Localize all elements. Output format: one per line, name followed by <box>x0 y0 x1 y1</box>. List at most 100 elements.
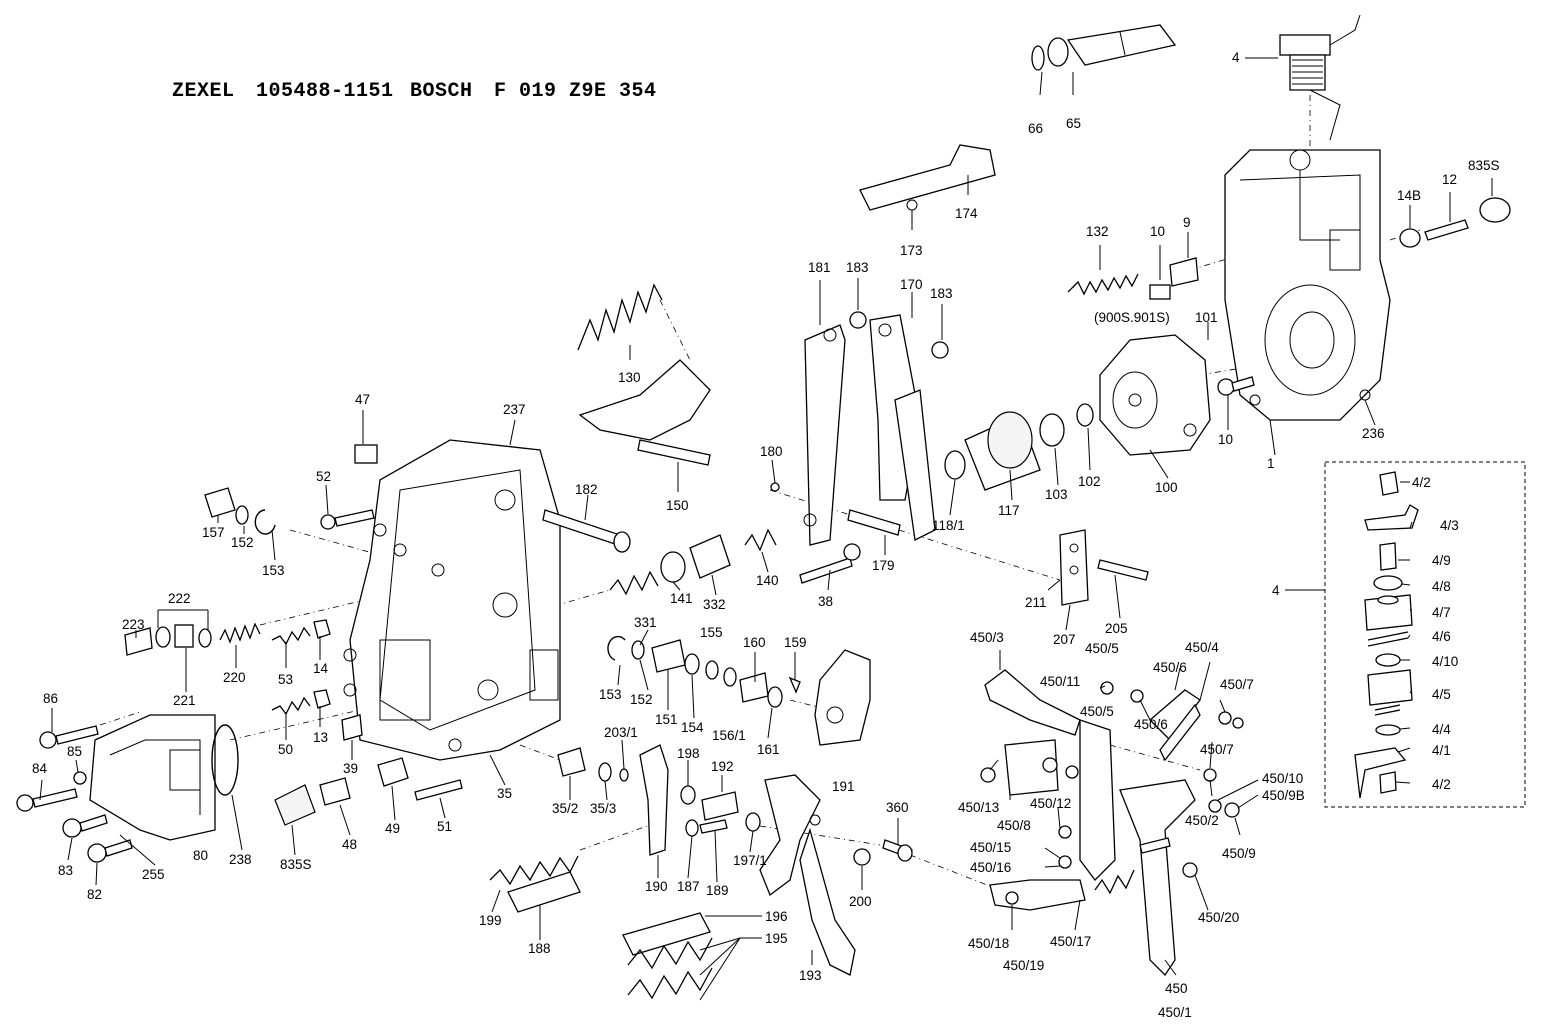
callout-label: 182 <box>575 482 598 497</box>
lever-190-and-bolts <box>639 744 761 856</box>
callout-label: 117 <box>998 503 1020 518</box>
callout-label: 4/7 <box>1432 605 1451 620</box>
callout-label: 152 <box>630 692 653 707</box>
callout-label: 450/13 <box>958 800 999 815</box>
callout-label: 360 <box>886 800 909 815</box>
callout-label: 450/9 <box>1222 846 1256 861</box>
callout-label: 154 <box>681 720 704 735</box>
callout-label: 190 <box>645 879 668 894</box>
callout-label: 450/5 <box>1085 641 1119 656</box>
callout-label: 205 <box>1105 621 1128 636</box>
sleeve-117-and-washers <box>944 403 1094 491</box>
callout-label: 35/3 <box>590 801 616 816</box>
callout-label: 191 <box>832 779 855 794</box>
callout-label: 10 <box>1150 224 1165 239</box>
callout-label: 237 <box>503 402 526 417</box>
callout-label: 193 <box>799 968 822 983</box>
callout-label: 835S <box>1468 158 1500 173</box>
callout-label: 155 <box>700 625 723 640</box>
callout-label: 39 <box>343 761 358 776</box>
callout-label: 4 <box>1232 50 1240 65</box>
callout-label: 450/16 <box>970 860 1011 875</box>
callout-label: 118/1 <box>932 518 965 533</box>
callout-label: 1 <box>1267 456 1275 471</box>
callout-label: 189 <box>706 883 729 898</box>
plug-157-ring-152-clip-153 <box>204 487 276 535</box>
lever-191 <box>814 649 871 746</box>
callout-label: 221 <box>173 693 196 708</box>
callout-label: 156/1 <box>712 728 746 743</box>
callout-label: 4/4 <box>1432 722 1451 737</box>
callout-label: 152 <box>231 535 254 550</box>
callout-label: 82 <box>87 887 102 902</box>
title-bosch-part-number: F 019 Z9E 354 <box>494 80 657 103</box>
callout-label: 14B <box>1397 188 1421 203</box>
callout-label: 10 <box>1218 432 1233 447</box>
callout-label: 4/2 <box>1432 777 1451 792</box>
callout-label: 450/8 <box>997 818 1031 833</box>
callout-label: 4 <box>1272 583 1280 598</box>
tension-lever-181 <box>803 311 867 546</box>
leader-lines <box>39 57 1493 1001</box>
callout-label: 450/6 <box>1134 717 1168 732</box>
callout-label: 450/4 <box>1185 640 1219 655</box>
parts-35-2-35-3-203-1 <box>557 747 629 782</box>
callout-label: 223 <box>122 617 145 632</box>
callout-label: 183 <box>930 286 953 301</box>
callout-label: 450/7 <box>1220 677 1254 692</box>
spring-130 <box>577 283 663 351</box>
flyweight-holder-100 <box>1099 334 1211 456</box>
callout-label: 14 <box>313 661 329 676</box>
callout-label: 132 <box>1086 224 1109 239</box>
callout-label: 159 <box>784 635 807 650</box>
screws-53-50-nuts-14-13 <box>271 619 331 716</box>
callout-label: 157 <box>202 525 225 540</box>
callout-label: 196 <box>765 909 788 924</box>
callout-label: 86 <box>43 691 58 706</box>
callout-label: 236 <box>1362 426 1385 441</box>
callout-label: 207 <box>1053 632 1076 647</box>
callout-label: 84 <box>32 761 48 776</box>
callout-label: 101 <box>1195 310 1218 325</box>
callout-label: 450/10 <box>1262 771 1303 786</box>
callout-label: 51 <box>437 819 452 834</box>
callout-label: 66 <box>1028 121 1043 136</box>
callout-label: 102 <box>1078 474 1101 489</box>
lever-193 <box>759 774 871 976</box>
callout-label: 179 <box>872 558 895 573</box>
callout-label: 181 <box>808 260 831 275</box>
adjusting-screw-assembly-4 <box>1279 14 1361 141</box>
callout-label: 4/2 <box>1412 475 1431 490</box>
callout-label: 13 <box>313 730 328 745</box>
callout-label: 173 <box>900 243 923 258</box>
callout-label: 140 <box>756 573 779 588</box>
callout-labels: 4 66 65 14B 12 835S 174 173 132 10 9 181… <box>32 50 1500 1020</box>
governor-cover-part-1 <box>1224 149 1391 421</box>
callout-label: 4/1 <box>1432 743 1451 758</box>
adjusting-screw-220-nut-221-cap-223 <box>124 622 261 656</box>
callout-label: 198 <box>677 746 700 761</box>
callout-label: 835S <box>280 857 312 872</box>
callout-label: 130 <box>618 370 641 385</box>
callout-label: 195 <box>765 931 788 946</box>
callout-label: 450 <box>1165 981 1188 996</box>
callout-label: 49 <box>385 821 400 836</box>
title-brand-bosch: BOSCH <box>410 80 473 103</box>
screw-12-and-cap <box>1399 197 1511 248</box>
callout-label: 450/20 <box>1198 910 1239 925</box>
callout-label: 53 <box>278 672 293 687</box>
callout-label: 35 <box>497 786 512 801</box>
callout-label: 153 <box>599 687 622 702</box>
callout-label: 450/3 <box>970 630 1004 645</box>
callout-label: 450/15 <box>970 840 1011 855</box>
callout-label: 48 <box>342 837 357 852</box>
callout-label: 83 <box>58 863 73 878</box>
callout-label: 85 <box>67 744 82 759</box>
governor-housing-237 <box>343 439 561 761</box>
lever-shaft-150 <box>578 359 711 466</box>
callout-label: 153 <box>262 563 285 578</box>
callout-label: 12 <box>1442 172 1457 187</box>
callout-label: 220 <box>223 670 246 685</box>
